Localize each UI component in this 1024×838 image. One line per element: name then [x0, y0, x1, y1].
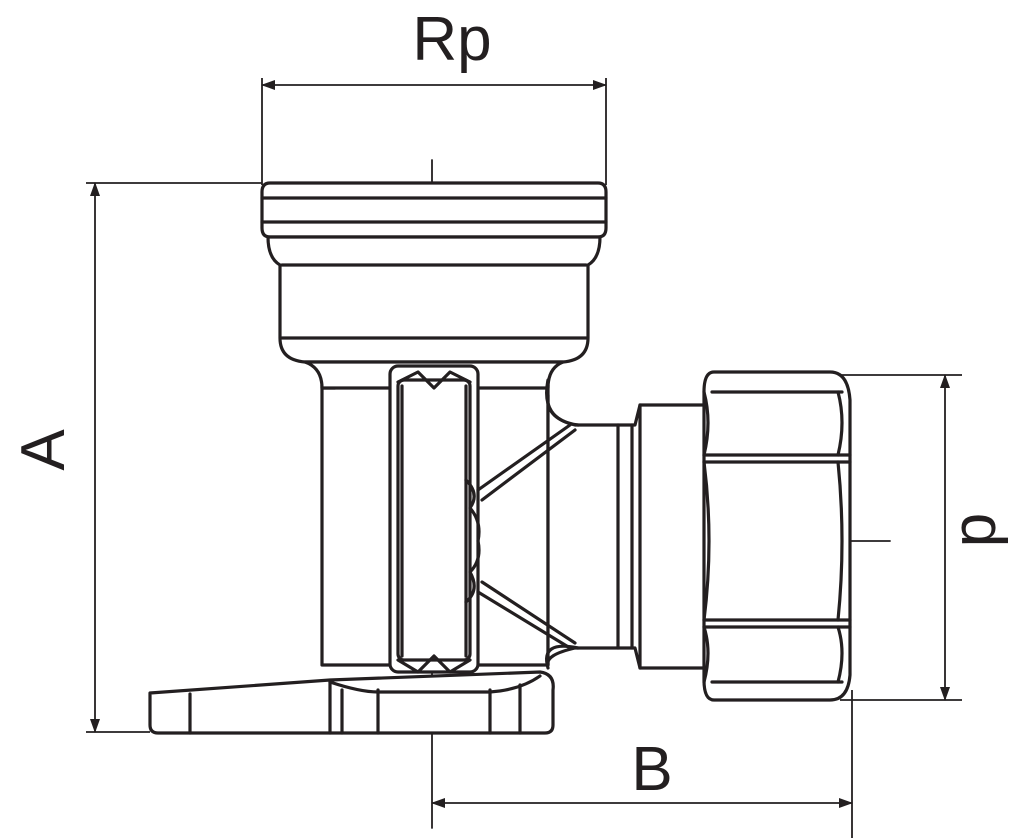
internal-passage [476, 423, 577, 650]
side-outlet [546, 393, 708, 670]
mounting-base-plate [148, 670, 555, 735]
rp-label: Rp [412, 5, 491, 74]
hex-nut [702, 370, 852, 702]
extension-lines [86, 78, 962, 838]
press-socket-top [260, 181, 608, 670]
p-label: p [940, 513, 1009, 547]
dimension-lines [90, 80, 950, 808]
b-label: B [631, 735, 672, 804]
a-label: A [9, 429, 78, 471]
inner-bore [388, 364, 481, 674]
